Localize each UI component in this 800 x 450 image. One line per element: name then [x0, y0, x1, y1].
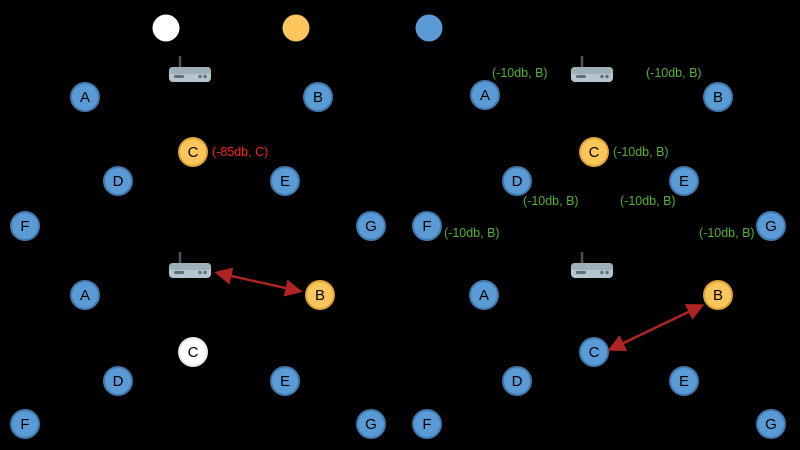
legend-white-node-marker [152, 14, 180, 42]
signal-annotation-c: (-10db, B) [613, 145, 669, 159]
signal-annotation-g: (-10db, B) [699, 226, 755, 240]
node-label: F [422, 415, 432, 433]
node-label: A [79, 286, 90, 304]
node-F: F [10, 409, 40, 439]
node-label: G [365, 217, 377, 235]
node-A: A [470, 80, 500, 110]
node-B: B [703, 82, 733, 112]
signal-annotation-c: (-85db, C) [212, 145, 269, 159]
node-label: F [20, 217, 30, 235]
node-B: B [703, 280, 733, 310]
node-label: D [112, 372, 124, 390]
wifi-router-icon [167, 250, 213, 286]
node-D: D [103, 366, 133, 396]
node-E: E [270, 366, 300, 396]
node-label: E [678, 372, 689, 390]
node-A: A [70, 280, 100, 310]
signal-annotation-f: (-10db, B) [444, 226, 500, 240]
node-B: B [303, 82, 333, 112]
node-D: D [502, 366, 532, 396]
node-label: C [588, 343, 600, 361]
node-G: G [356, 409, 386, 439]
router-to-nodeB-arrow [214, 267, 303, 297]
signal-annotation-d: (-10db, B) [523, 194, 579, 208]
node-label: F [422, 217, 432, 235]
node-E: E [669, 366, 699, 396]
node-label: G [365, 415, 377, 433]
legend-yellow-node-marker [282, 14, 310, 42]
node-D: D [502, 166, 532, 196]
node-label: C [187, 143, 199, 161]
node-label: B [712, 88, 723, 106]
wifi-router-icon [569, 54, 615, 90]
node-label: C [588, 143, 600, 161]
legend-blue-node-marker [415, 14, 443, 42]
node-label: A [478, 286, 489, 304]
node-label: G [765, 415, 777, 433]
node-C: C [579, 337, 609, 367]
nodeC-to-nodeB-arrow [607, 304, 705, 351]
node-label: A [479, 86, 490, 104]
node-G: G [756, 409, 786, 439]
node-C: C [178, 137, 208, 167]
node-label: B [312, 88, 323, 106]
node-label: C [187, 343, 199, 361]
node-A: A [70, 82, 100, 112]
node-F: F [412, 409, 442, 439]
node-label: B [712, 286, 723, 304]
node-C: C [579, 137, 609, 167]
node-G: G [356, 211, 386, 241]
node-label: D [511, 372, 523, 390]
node-E: E [669, 166, 699, 196]
node-label: E [678, 172, 689, 190]
wifi-router-icon [167, 54, 213, 90]
node-B: B [305, 280, 335, 310]
node-label: D [511, 172, 523, 190]
node-F: F [412, 211, 442, 241]
node-label: E [279, 172, 290, 190]
node-E: E [270, 166, 300, 196]
node-label: D [112, 172, 124, 190]
node-D: D [103, 166, 133, 196]
node-label: F [20, 415, 30, 433]
node-label: A [79, 88, 90, 106]
node-A: A [469, 280, 499, 310]
signal-annotation-e: (-10db, B) [620, 194, 676, 208]
node-F: F [10, 211, 40, 241]
signal-annotation-a: (-10db, B) [492, 66, 548, 80]
node-C: C [178, 337, 208, 367]
wifi-router-icon [569, 250, 615, 286]
node-label: E [279, 372, 290, 390]
node-label: B [314, 286, 325, 304]
node-label: G [765, 217, 777, 235]
signal-annotation-b: (-10db, B) [646, 66, 702, 80]
node-G: G [756, 211, 786, 241]
